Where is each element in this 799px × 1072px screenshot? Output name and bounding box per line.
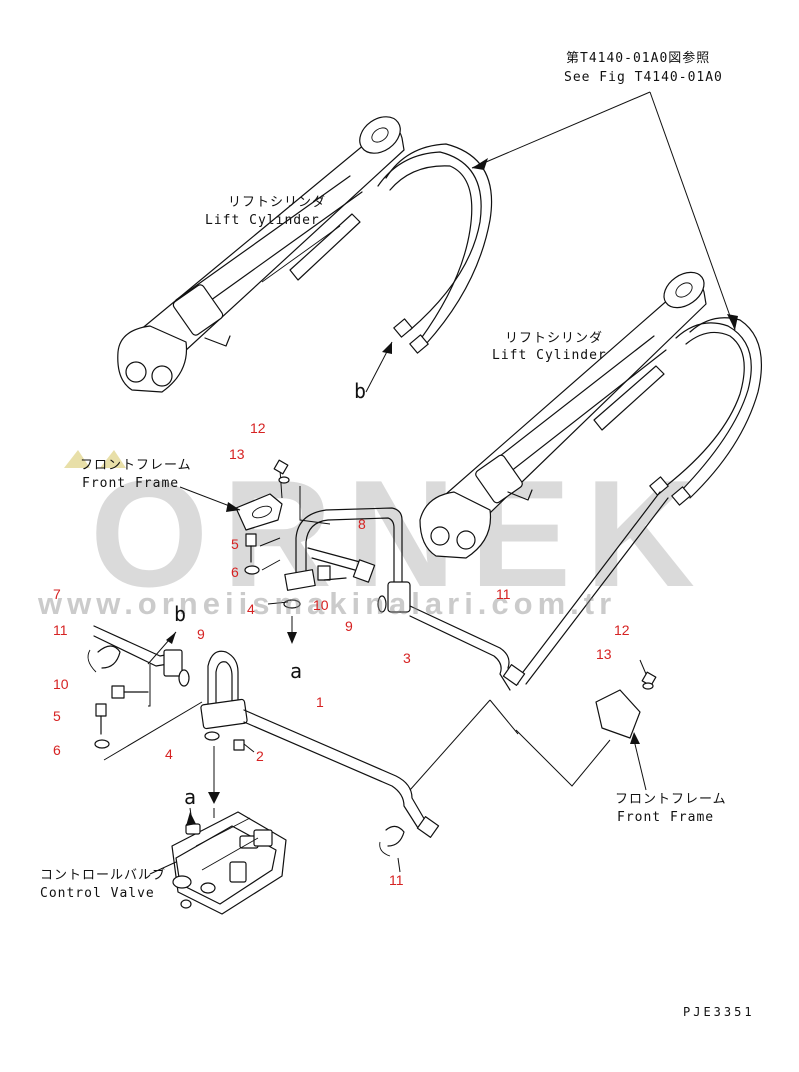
lift-cylinder-right-label-en: Lift Cylinder <box>492 348 607 363</box>
front-frame-bracket-upper <box>179 459 331 531</box>
part-number-6-left: 6 <box>53 742 61 758</box>
part-number-2: 2 <box>256 748 264 764</box>
main-tube <box>200 650 440 838</box>
part-number-11-mid: 11 <box>496 586 511 602</box>
control-valve-label-en: Control Valve <box>40 886 155 901</box>
drawing-code: PJE3351 <box>683 1005 755 1019</box>
control-valve-label-jp: コントロールバルブ <box>40 868 167 883</box>
hoses-right <box>519 317 763 685</box>
part-number-10-left: 10 <box>53 676 69 692</box>
part-number-5-left: 5 <box>53 708 61 724</box>
watermark-url: www.orneiismakinalari.com.tr <box>38 586 617 621</box>
lift-cylinder-left-label-en: Lift Cylinder <box>205 213 320 228</box>
part-number-9-left: 9 <box>197 626 205 642</box>
front-frame-left-label-jp: フロントフレーム <box>80 458 192 473</box>
part-number-8: 8 <box>358 516 366 532</box>
part-number-1: 1 <box>316 694 324 710</box>
lift-cylinder-left <box>117 116 405 393</box>
front-frame-bracket-right <box>595 659 657 791</box>
lower-left-tube <box>87 625 203 761</box>
part-number-4-low: 4 <box>165 746 173 762</box>
part-number-13-top: 13 <box>229 446 245 462</box>
part-number-9-top: 9 <box>345 618 353 634</box>
part-number-11-left: 11 <box>53 622 68 638</box>
part-number-4-top: 4 <box>247 601 255 617</box>
connection-letter-b-mid: b <box>174 602 187 626</box>
part-number-6-top: 6 <box>231 564 239 580</box>
upper-fasteners <box>244 533 387 644</box>
connection-letter-a-lower: a <box>184 785 197 809</box>
connection-letter-b-upper: b <box>354 379 367 403</box>
lift-cylinder-left-label-jp: リフトシリンダ <box>228 195 327 210</box>
part-number-13-right: 13 <box>596 646 612 662</box>
front-frame-right-label-jp: フロントフレーム <box>615 792 727 807</box>
part-number-3: 3 <box>403 650 411 666</box>
part-number-12-right: 12 <box>614 622 630 638</box>
part-number-5-top: 5 <box>231 536 239 552</box>
part-number-7: 7 <box>53 586 61 602</box>
control-valve <box>149 807 287 915</box>
hose-lower <box>379 825 405 873</box>
hoses-left <box>365 143 493 393</box>
watermark-logo-icon <box>64 450 126 468</box>
connection-letter-a-mid: a <box>290 659 303 683</box>
front-frame-right-label-en: Front Frame <box>617 810 715 825</box>
reference-label-jp: 第T4140-01A0図参照 <box>566 51 711 66</box>
lift-cylinder-right-label-jp: リフトシリンダ <box>505 331 604 346</box>
part-number-11-bottom: 11 <box>389 872 404 888</box>
front-frame-left-label-en: Front Frame <box>82 476 180 491</box>
part-number-10-top: 10 <box>313 597 329 613</box>
lift-cylinder-right <box>419 271 707 559</box>
reference-label-en: See Fig T4140-01A0 <box>564 70 723 85</box>
part-number-12-top: 12 <box>250 420 266 436</box>
upper-tube-assembly <box>284 507 526 691</box>
route-lines <box>409 699 611 791</box>
